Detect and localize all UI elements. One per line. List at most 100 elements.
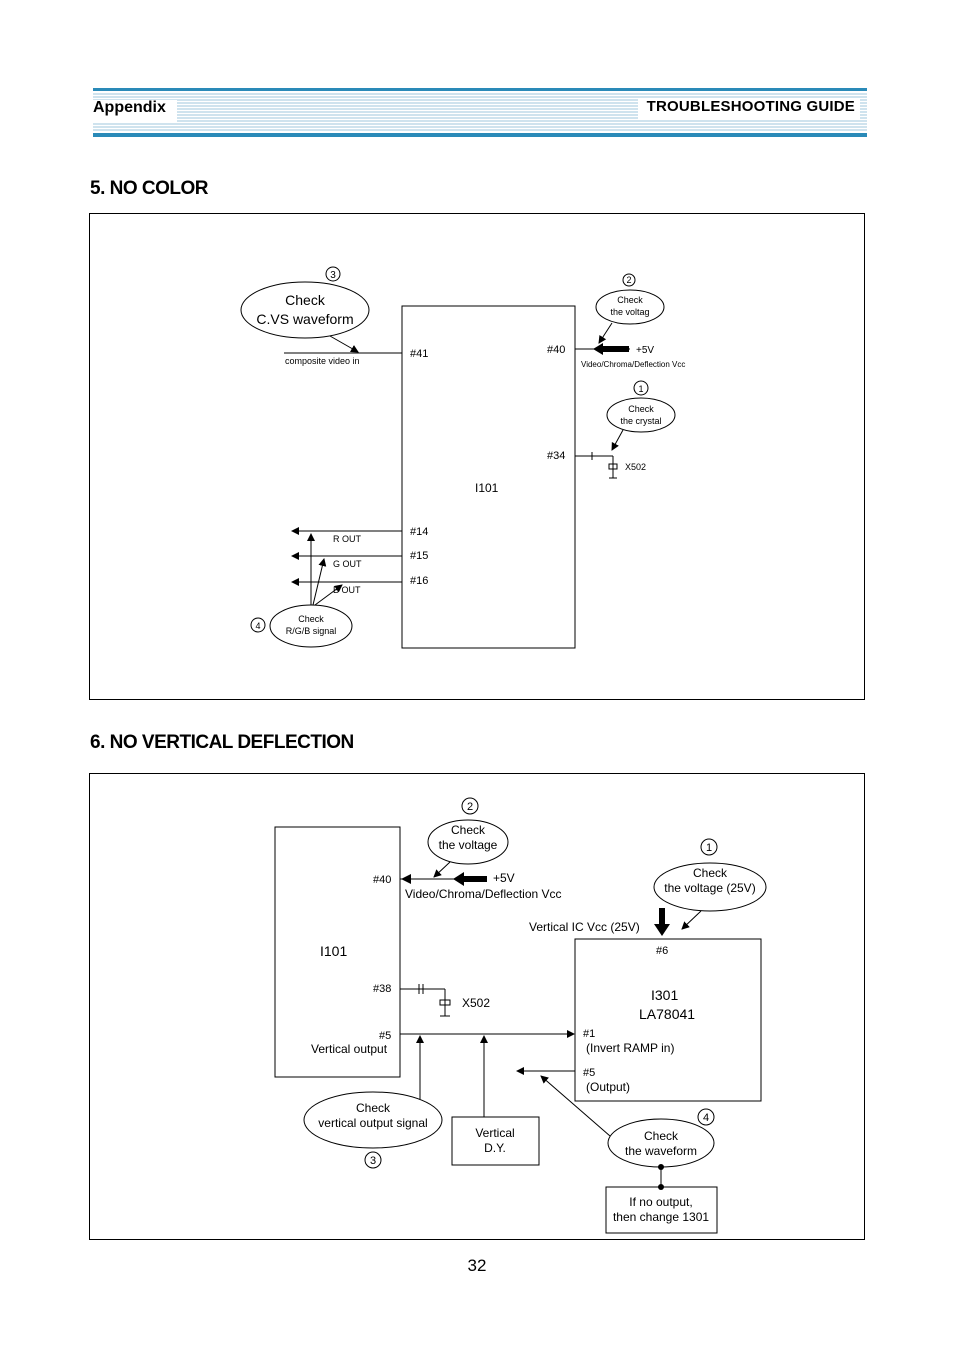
vcc-thick-arrow [654, 908, 670, 936]
check-25v-line2: the voltage (25V) [664, 881, 755, 895]
header-right-title: TROUBLESHOOTING GUIDE [646, 98, 855, 115]
step-2-num: 2 [626, 275, 631, 285]
composite-video-label: composite video in [285, 356, 360, 366]
crystal-x502-label: X502 [462, 996, 490, 1010]
supply-pin-arrow [401, 874, 411, 884]
section-5-title: 5. NO COLOR [90, 178, 209, 199]
supply-5v-label: +5V [636, 345, 654, 356]
check-waveform-arrow [540, 1075, 611, 1137]
check-voltage-line1: Check [451, 823, 486, 837]
ic-i301-box [574, 938, 762, 1102]
check-cvs-line2: C.VS waveform [256, 311, 353, 327]
step-4-num: 4 [703, 1112, 709, 1124]
ic-i101-box [274, 826, 401, 1078]
pin-40-label: #40 [547, 344, 565, 356]
pin-14-label: #14 [410, 526, 428, 538]
check-voltage-bubble [595, 289, 665, 325]
ic-i301-name: I301 [651, 987, 678, 1003]
pin-41-label: #41 [410, 348, 428, 360]
pin-16-label: #16 [410, 575, 428, 587]
pin-5-label: #5 [379, 1030, 391, 1042]
check-25v-line1: Check [693, 866, 728, 880]
check-voltage-arrow [598, 322, 613, 344]
no-output-line2: then change 1301 [613, 1210, 709, 1224]
pin-1-desc: (Invert RAMP in) [586, 1041, 674, 1055]
step-1-circle [633, 380, 649, 396]
page-header: Appendix TROUBLESHOOTING GUIDE [93, 88, 867, 138]
step-3-num: 3 [370, 1155, 376, 1167]
check-voltage-line2: the voltage [439, 838, 498, 852]
supply-thick-arrow [453, 872, 487, 886]
check-cvs-arrow [329, 335, 359, 353]
supply-5v-label: +5V [493, 871, 515, 885]
pin-34-label: #34 [547, 450, 565, 462]
step-4-num: 4 [255, 621, 260, 631]
step-1-num: 1 [706, 842, 712, 854]
check-vout-line2: vertical output signal [318, 1116, 427, 1130]
step-2-num: 2 [467, 801, 473, 813]
check-rgb-line1: Check [298, 614, 324, 624]
step-4-circle [697, 1108, 715, 1126]
ic-i101-label: I101 [320, 943, 347, 959]
supply-thick-arrow [593, 343, 629, 355]
header-left-title: Appendix [93, 99, 166, 116]
ic-i301-part: LA78041 [639, 1006, 695, 1022]
vertical-dy-box [451, 1116, 540, 1166]
step-2-circle [461, 797, 479, 815]
section-6-diagram: I101 #40 #38 #5 Vertical output Check th… [89, 773, 865, 1240]
check-b-arrow [314, 584, 343, 606]
pin-38-label: #38 [373, 983, 391, 995]
pin-15-label: #15 [410, 550, 428, 562]
step-3-circle [364, 1151, 382, 1169]
check-vout-bubble [303, 1091, 443, 1149]
check-crystal-bubble [606, 397, 676, 433]
no-output-line1: If no output, [629, 1195, 692, 1209]
step-3-num: 3 [330, 270, 336, 281]
check-g-arrow [312, 558, 327, 606]
vertical-dy-line2: D.Y. [484, 1141, 506, 1155]
g-out-label: G OUT [333, 559, 362, 569]
step-2-circle [622, 273, 636, 287]
check-waveform-line1: Check [644, 1129, 679, 1143]
step-1-num: 1 [638, 384, 643, 394]
check-voltage-line2: the voltag [610, 307, 649, 317]
check-voltage-arrow [433, 861, 451, 878]
header-stripes [93, 88, 867, 137]
pin-6-label: #6 [656, 945, 668, 957]
section-5-diagram: I101 #41 #40 #34 #14 #15 #16 composite v… [89, 213, 865, 700]
pin-5b-label: #5 [583, 1067, 595, 1079]
vertical-dy-line1: Vertical [475, 1126, 514, 1140]
check-voltage-bubble [427, 819, 509, 865]
check-rgb-line2: R/G/B signal [286, 626, 337, 636]
check-crystal-arrow [611, 429, 624, 451]
step-1-circle [700, 838, 718, 856]
no-output-box [605, 1186, 718, 1234]
check-waveform-bubble [607, 1118, 715, 1168]
pin-5b-desc: (Output) [586, 1080, 630, 1094]
page-number: 32 [467, 1256, 487, 1275]
ic-i101-label: I101 [475, 481, 499, 495]
supply-vcc-label: Video/Chroma/Deflection Vcc [405, 887, 562, 901]
step-4-circle [250, 617, 266, 633]
check-waveform-line2: the waveform [625, 1144, 697, 1158]
supply-vcc-label: Video/Chroma/Deflection Vcc [581, 360, 685, 369]
crystal-x502-symbol [608, 463, 618, 470]
check-voltage-line1: Check [617, 295, 643, 305]
b-out-label: B OUT [333, 585, 361, 595]
pin-1-label: #1 [583, 1028, 595, 1040]
check-cvs-waveform-bubble [240, 281, 370, 339]
check-25v-bubble [653, 862, 767, 912]
check-vout-line1: Check [356, 1101, 391, 1115]
check-crystal-line2: the crystal [620, 416, 661, 426]
check-25v-arrow [681, 910, 702, 930]
check-cvs-line1: Check [285, 292, 326, 308]
step-3-circle [325, 266, 341, 282]
ic-i101-box [401, 305, 576, 649]
r-out-label: R OUT [333, 534, 362, 544]
pin-5-desc: Vertical output [311, 1042, 388, 1056]
pin-40-label: #40 [373, 874, 391, 886]
vertical-vcc-label: Vertical IC Vcc (25V) [529, 920, 640, 934]
crystal-x502-symbol [439, 999, 451, 1006]
crystal-x502-label: X502 [625, 462, 646, 472]
check-crystal-line1: Check [628, 404, 654, 414]
